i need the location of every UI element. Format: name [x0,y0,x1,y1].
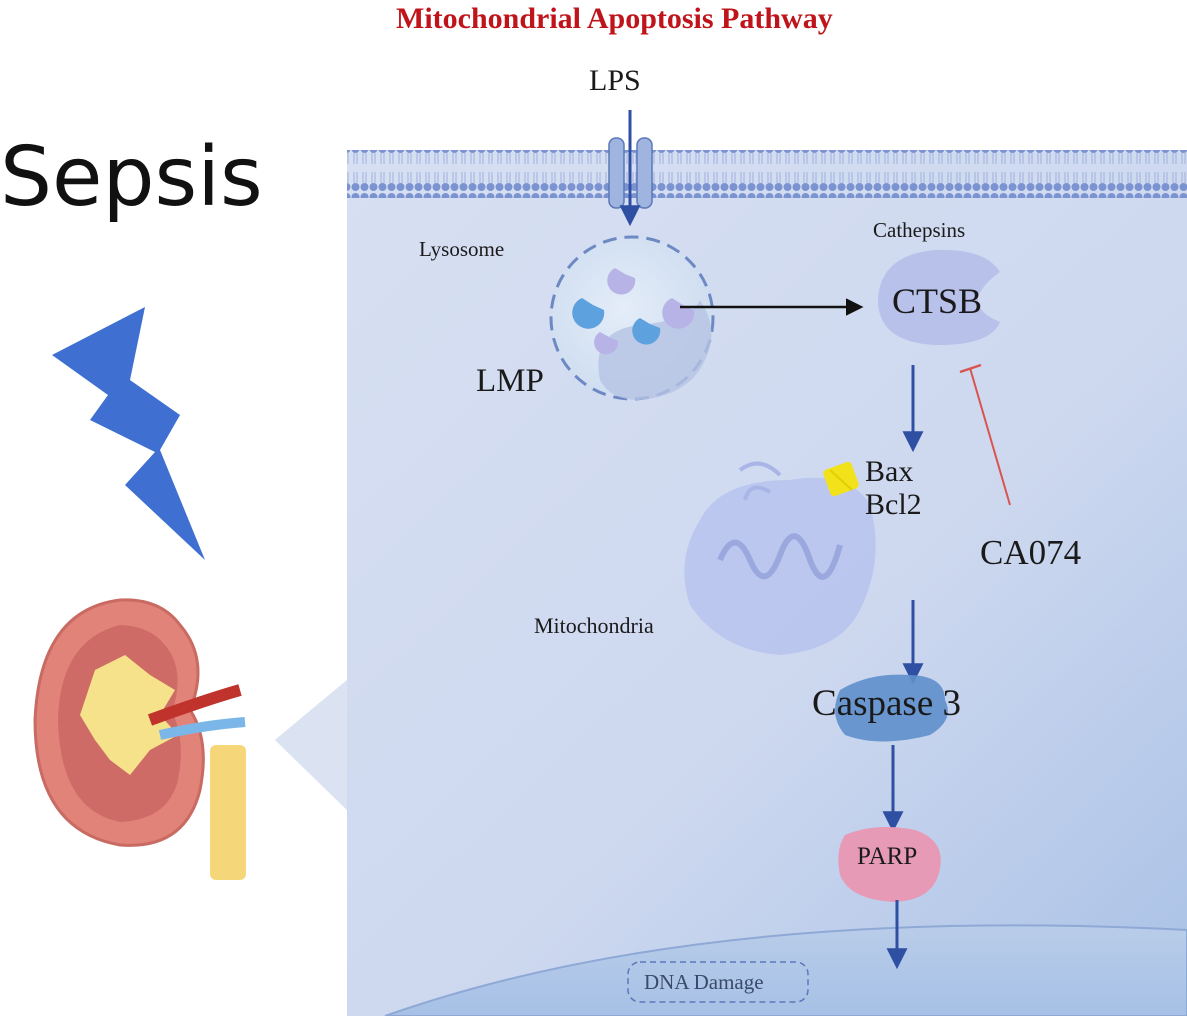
caspase-label: Caspase 3 [812,683,961,724]
caspase-3-protein [835,674,948,742]
parp-protein [838,826,941,902]
cathepsins-label: Cathepsins [873,218,966,242]
lps-label: LPS [589,64,641,97]
ctsb-protein [878,249,1000,346]
inhibition-line [969,367,1011,506]
bcl2-label: Bcl2 [865,488,922,521]
inhibition-bar [959,363,982,374]
kidney-icon [33,598,246,880]
parp-label: PARP [857,843,918,870]
callout-pointer [275,680,347,810]
mitochondria-icon [684,461,876,655]
dna-damage-label: DNA Damage [644,970,764,994]
condition-label: Sepsis [0,130,263,225]
inhibitor-label: CA074 [980,533,1082,572]
lysosome-label: Lysosome [419,237,505,261]
dna-damage-box [627,961,809,1003]
ctsb-label: CTSB [892,281,983,321]
ion-channel-icon [608,137,653,209]
lightning-bolt-icon [52,307,205,560]
diagram-title: Mitochondrial Apoptosis Pathway [396,2,833,35]
cell-membrane [347,150,1187,198]
lysosome-icon [549,235,715,401]
lmp-label: LMP [476,363,544,399]
bax-label: Bax [865,455,914,488]
nucleus [384,924,1187,1017]
mitochondria-label: Mitochondria [534,613,654,638]
